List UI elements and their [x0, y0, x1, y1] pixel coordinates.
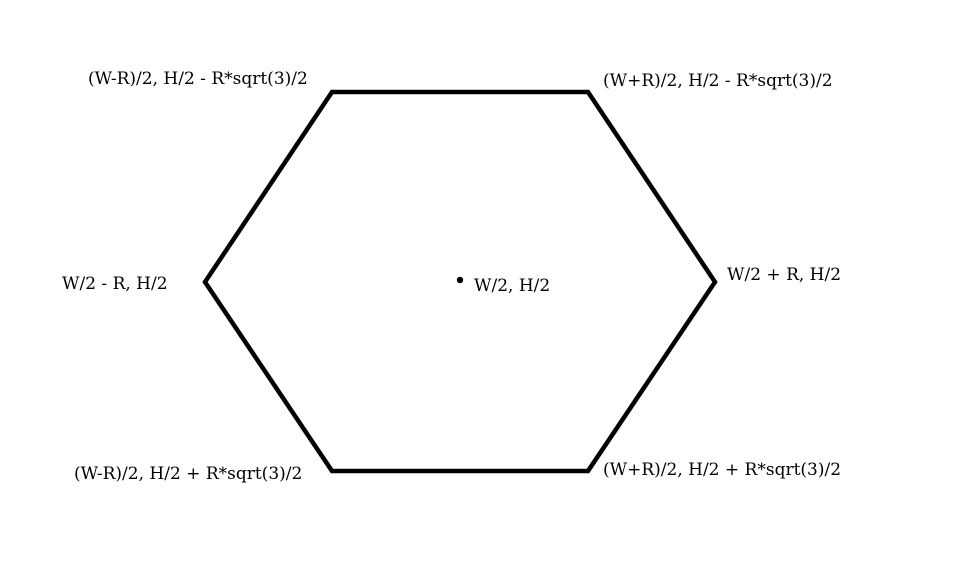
- vertex-label-bottom-right: (W+R)/2, H/2 + R*sqrt(3)/2: [603, 460, 841, 480]
- vertex-label-bottom-left: (W-R)/2, H/2 + R*sqrt(3)/2: [74, 464, 302, 484]
- vertex-label-right: W/2 + R, H/2: [727, 265, 841, 285]
- vertex-label-top-right: (W+R)/2, H/2 - R*sqrt(3)/2: [603, 71, 833, 91]
- vertex-label-left: W/2 - R, H/2: [62, 274, 168, 294]
- center-point: [456, 276, 464, 284]
- vertex-label-top-left: (W-R)/2, H/2 - R*sqrt(3)/2: [88, 69, 308, 89]
- center-label: W/2, H/2: [474, 276, 550, 296]
- hexagon-outline: [202, 89, 718, 474]
